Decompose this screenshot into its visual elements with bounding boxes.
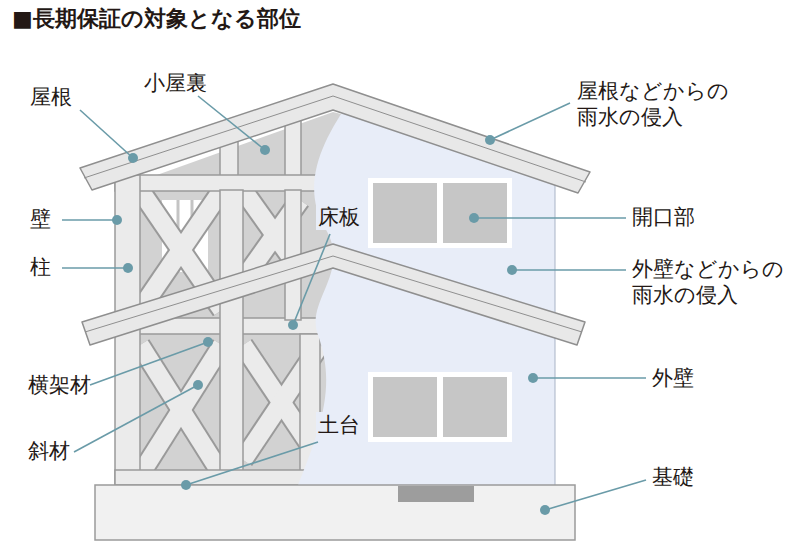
part-label: 壁 bbox=[30, 206, 51, 232]
part-label: 柱 bbox=[30, 254, 51, 280]
leader-dots bbox=[112, 135, 550, 515]
part-label: 基礎 bbox=[652, 464, 694, 490]
part-label: 開口部 bbox=[632, 204, 695, 230]
part-label: 小屋裏 bbox=[144, 70, 207, 96]
part-label: 屋根などからの 雨水の侵入 bbox=[577, 78, 732, 131]
part-label: 横架材 bbox=[28, 372, 91, 398]
part-label: 土台 bbox=[316, 412, 362, 438]
diagram-title: ■長期保証の対象となる部位 bbox=[12, 4, 301, 34]
leader-lines bbox=[62, 96, 646, 510]
part-label: 外壁などからの 雨水の侵入 bbox=[632, 256, 787, 309]
part-label: 屋根 bbox=[30, 84, 72, 110]
part-label: 斜材 bbox=[28, 438, 70, 464]
part-label: 床板 bbox=[316, 204, 362, 230]
part-label: 外壁 bbox=[652, 365, 694, 391]
